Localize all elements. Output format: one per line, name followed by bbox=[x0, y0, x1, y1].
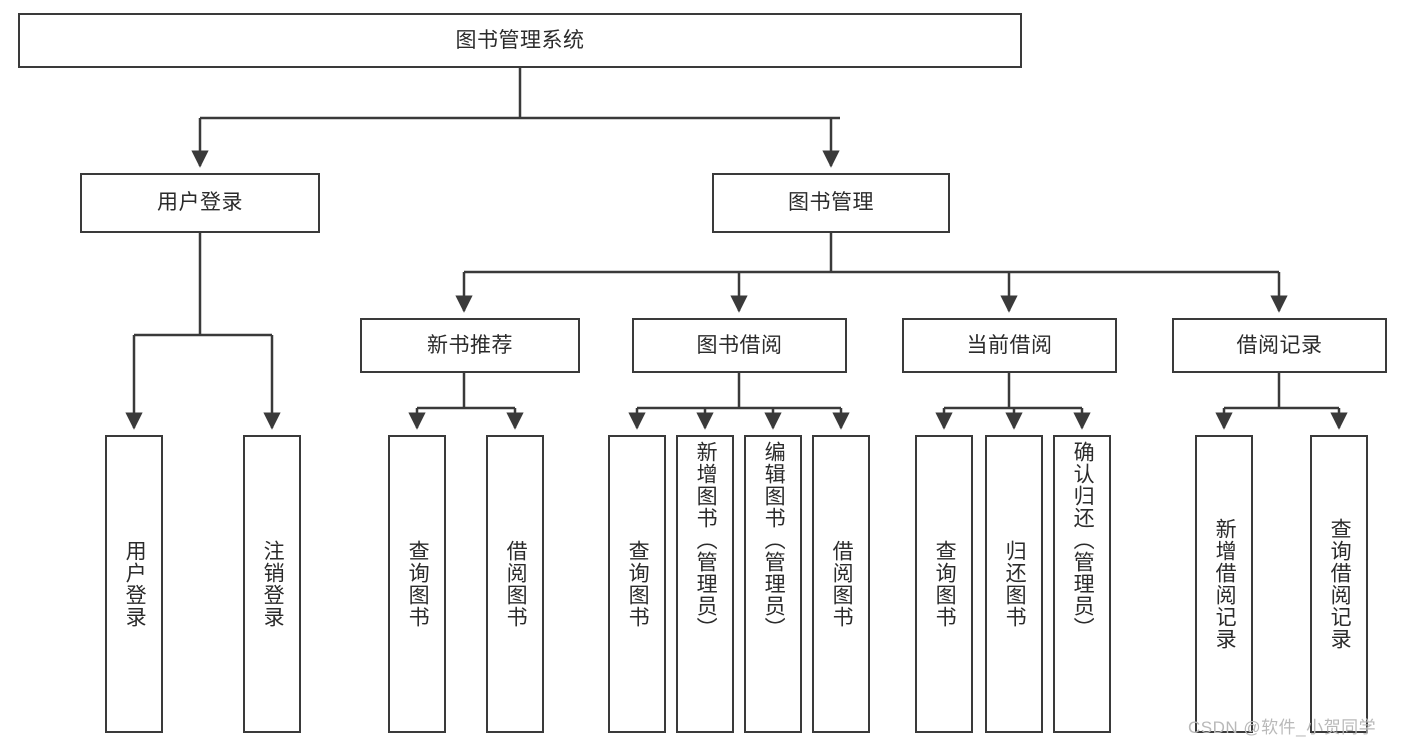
node-leaf-rec-query-record[interactable]: 查询借阅记录 bbox=[1310, 435, 1368, 733]
node-leaf-borrow-add-book-label: 新增图书（管理员） bbox=[694, 441, 718, 639]
node-leaf-user-login-label: 用户登录 bbox=[123, 540, 147, 628]
node-root[interactable]: 图书管理系统 bbox=[18, 13, 1022, 68]
node-user-login[interactable]: 用户登录 bbox=[80, 173, 320, 233]
node-leaf-rec-add-record-label: 新增借阅记录 bbox=[1213, 518, 1237, 650]
node-leaf-borrow-query-book-label: 查询图书 bbox=[626, 540, 650, 628]
node-leaf-cur-query-book-label: 查询图书 bbox=[933, 540, 957, 628]
node-leaf-rec-query-book-label: 查询图书 bbox=[406, 540, 430, 628]
node-leaf-cur-confirm-return[interactable]: 确认归还（管理员） bbox=[1053, 435, 1111, 733]
node-borrow-record[interactable]: 借阅记录 bbox=[1172, 318, 1387, 373]
node-current-borrow-label: 当前借阅 bbox=[966, 333, 1053, 357]
node-leaf-borrow-query-book[interactable]: 查询图书 bbox=[608, 435, 666, 733]
node-leaf-cur-query-book[interactable]: 查询图书 bbox=[915, 435, 973, 733]
node-leaf-rec-borrow-book-label: 借阅图书 bbox=[504, 540, 528, 628]
node-leaf-rec-query-book[interactable]: 查询图书 bbox=[388, 435, 446, 733]
node-leaf-borrow-edit-book-label: 编辑图书（管理员） bbox=[762, 441, 786, 639]
node-leaf-borrow-borrow-book[interactable]: 借阅图书 bbox=[812, 435, 870, 733]
node-borrow-record-label: 借阅记录 bbox=[1236, 333, 1323, 357]
node-leaf-cur-confirm-return-label: 确认归还（管理员） bbox=[1071, 441, 1095, 639]
node-book-borrow[interactable]: 图书借阅 bbox=[632, 318, 847, 373]
node-leaf-user-logout-label: 注销登录 bbox=[261, 540, 285, 628]
node-book-borrow-label: 图书借阅 bbox=[696, 333, 783, 357]
node-leaf-rec-add-record[interactable]: 新增借阅记录 bbox=[1195, 435, 1253, 733]
node-book-manage[interactable]: 图书管理 bbox=[712, 173, 950, 233]
node-new-book-recommendation[interactable]: 新书推荐 bbox=[360, 318, 580, 373]
csdn-watermark: CSDN @软件_小贺同学 bbox=[1188, 718, 1377, 737]
node-leaf-rec-borrow-book[interactable]: 借阅图书 bbox=[486, 435, 544, 733]
node-leaf-cur-return-book-label: 归还图书 bbox=[1003, 540, 1027, 628]
node-user-login-label: 用户登录 bbox=[157, 191, 243, 215]
node-current-borrow[interactable]: 当前借阅 bbox=[902, 318, 1117, 373]
node-root-label: 图书管理系统 bbox=[455, 28, 585, 52]
node-book-manage-label: 图书管理 bbox=[788, 191, 874, 215]
node-leaf-rec-query-record-label: 查询借阅记录 bbox=[1328, 518, 1352, 650]
node-leaf-borrow-edit-book[interactable]: 编辑图书（管理员） bbox=[744, 435, 802, 733]
node-leaf-user-logout[interactable]: 注销登录 bbox=[243, 435, 301, 733]
node-leaf-borrow-borrow-book-label: 借阅图书 bbox=[830, 540, 854, 628]
node-leaf-user-login[interactable]: 用户登录 bbox=[105, 435, 163, 733]
node-leaf-cur-return-book[interactable]: 归还图书 bbox=[985, 435, 1043, 733]
node-new-book-recommendation-label: 新书推荐 bbox=[427, 333, 513, 357]
node-leaf-borrow-add-book[interactable]: 新增图书（管理员） bbox=[676, 435, 734, 733]
